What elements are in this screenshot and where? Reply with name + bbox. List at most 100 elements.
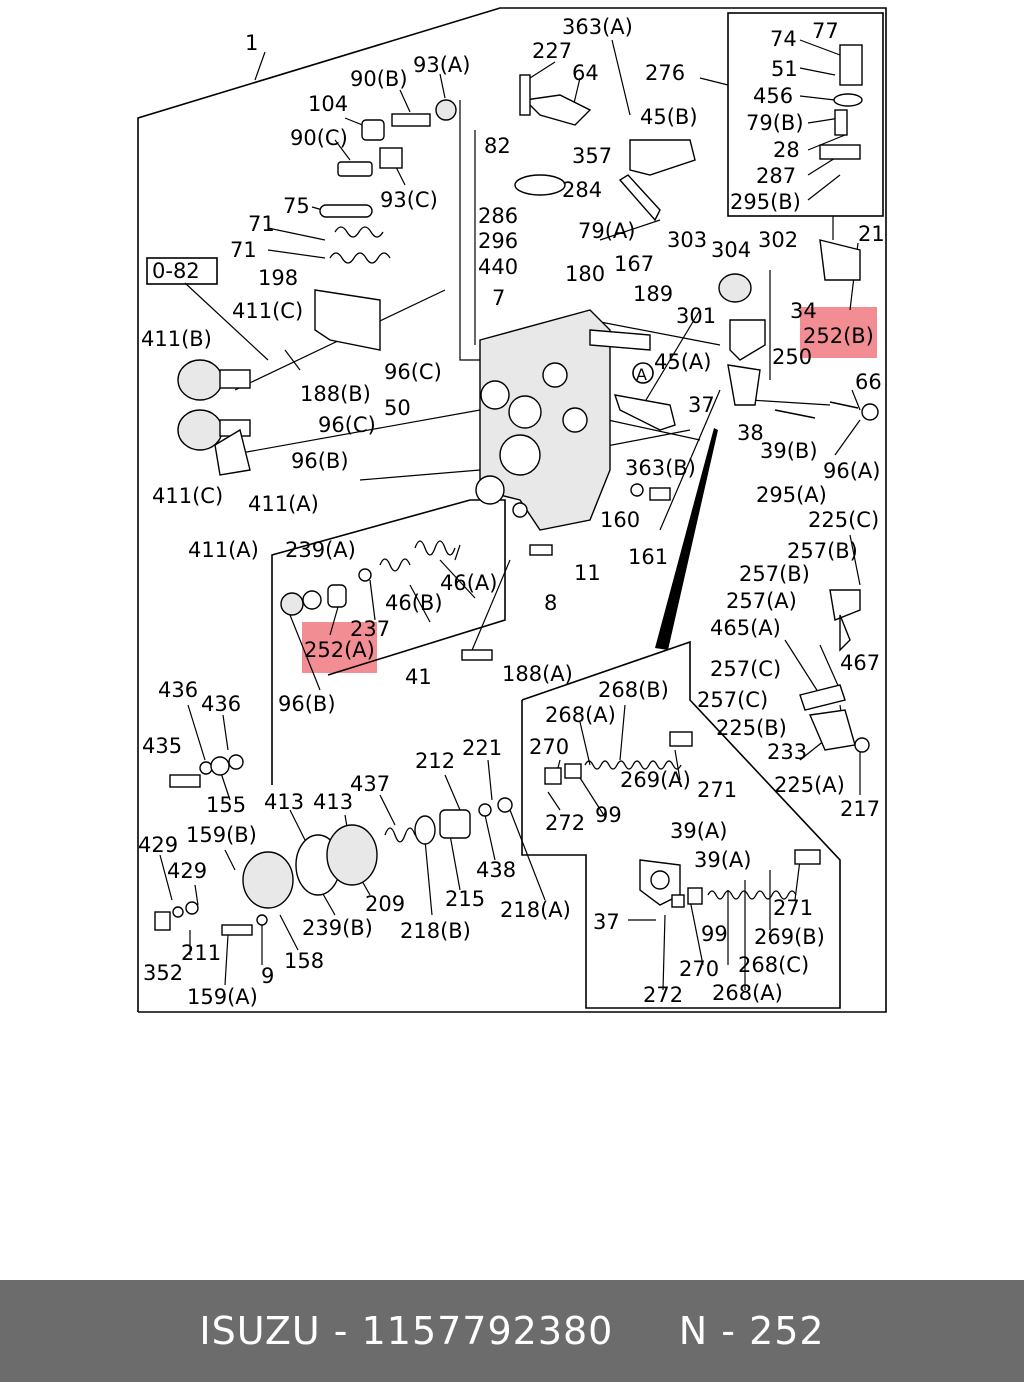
part-label: 438 bbox=[476, 858, 516, 882]
part-label: 268(A) bbox=[545, 703, 616, 727]
exploded-parts-diagram: 0-82 A 1363(A)2276493(A)90(B)10490(C)93(… bbox=[137, 7, 887, 1013]
part-label: 212 bbox=[415, 749, 455, 773]
part-label: 96(B) bbox=[291, 449, 349, 473]
part-label: 252(B) bbox=[803, 324, 874, 348]
part-label: 96(C) bbox=[384, 360, 442, 384]
part-label: 257(B) bbox=[787, 539, 858, 563]
part-label: 79(A) bbox=[578, 219, 635, 243]
part-label: 39(A) bbox=[670, 819, 727, 843]
part-label: 435 bbox=[142, 734, 182, 758]
part-label: 66 bbox=[855, 370, 882, 394]
footer-page-ref: N - 252 bbox=[678, 1309, 825, 1353]
part-label: 295(B) bbox=[730, 190, 801, 214]
part-label: 239(A) bbox=[285, 538, 356, 562]
part-label: 357 bbox=[572, 144, 612, 168]
part-label: 436 bbox=[158, 678, 198, 702]
main-frame bbox=[137, 7, 887, 1013]
part-label: 303 bbox=[667, 228, 707, 252]
part-label: 180 bbox=[565, 262, 605, 286]
part-label: 51 bbox=[771, 57, 798, 81]
part-label: 272 bbox=[545, 811, 585, 835]
part-label: 41 bbox=[405, 665, 432, 689]
part-label: 37 bbox=[688, 393, 715, 417]
footer-bar: ISUZU - 1157792380 N - 252 bbox=[0, 1280, 1024, 1382]
part-label: 429 bbox=[138, 833, 178, 857]
part-label: 286 bbox=[478, 204, 518, 228]
part-label: 161 bbox=[628, 545, 668, 569]
part-label: 363(B) bbox=[625, 456, 696, 480]
part-label: 284 bbox=[562, 178, 602, 202]
part-label: 456 bbox=[753, 84, 793, 108]
part-label: 82 bbox=[484, 134, 511, 158]
part-label: 39(B) bbox=[760, 439, 818, 463]
part-label: 9 bbox=[261, 964, 274, 988]
part-label: 296 bbox=[478, 229, 518, 253]
footer-separator: - bbox=[320, 1309, 362, 1353]
part-label: 413 bbox=[264, 790, 304, 814]
part-label: 159(A) bbox=[187, 985, 258, 1009]
inset-box-bottom bbox=[521, 640, 841, 1009]
inset-box-top bbox=[727, 12, 884, 217]
part-label: 159(B) bbox=[186, 823, 257, 847]
part-label: 429 bbox=[167, 859, 207, 883]
part-label: 45(B) bbox=[640, 105, 698, 129]
part-label: 257(B) bbox=[739, 562, 810, 586]
part-label: 237 bbox=[350, 617, 390, 641]
part-label: 271 bbox=[773, 896, 813, 920]
part-label: 189 bbox=[633, 282, 673, 306]
part-label: 269(A) bbox=[620, 768, 691, 792]
part-label: 269(B) bbox=[754, 925, 825, 949]
direction-arrow bbox=[655, 428, 718, 650]
part-label: 270 bbox=[529, 735, 569, 759]
highlight-252b bbox=[800, 307, 877, 358]
part-label: 11 bbox=[574, 561, 601, 585]
part-label: 158 bbox=[284, 949, 324, 973]
part-label: 1 bbox=[245, 31, 258, 55]
part-label: 268(C) bbox=[738, 953, 809, 977]
part-label: 77 bbox=[812, 19, 839, 43]
part-label: 304 bbox=[711, 238, 751, 262]
part-label: 188(B) bbox=[300, 382, 371, 406]
part-label: 46(B) bbox=[385, 591, 443, 615]
part-label: 257(C) bbox=[710, 657, 781, 681]
part-label: 96(A) bbox=[823, 459, 880, 483]
part-label: 302 bbox=[758, 228, 798, 252]
part-label: 46(A) bbox=[440, 571, 497, 595]
part-label: 437 bbox=[350, 772, 390, 796]
part-labels: 1363(A)2276493(A)90(B)10490(C)93(C)75717… bbox=[138, 15, 885, 1009]
part-label: 271 bbox=[697, 778, 737, 802]
part-label: 167 bbox=[614, 252, 654, 276]
part-label: 99 bbox=[701, 922, 728, 946]
part-label: 440 bbox=[478, 255, 518, 279]
footer-gap bbox=[613, 1309, 678, 1353]
part-label: 37 bbox=[593, 910, 620, 934]
part-label: 71 bbox=[248, 212, 275, 236]
part-label: 218(A) bbox=[500, 898, 571, 922]
reference-box-label: 0-82 bbox=[152, 259, 200, 283]
part-label: 104 bbox=[308, 92, 348, 116]
part-label: 225(A) bbox=[774, 773, 845, 797]
part-label: 28 bbox=[773, 138, 800, 162]
part-label: 225(B) bbox=[716, 716, 787, 740]
part-label: 79(B) bbox=[746, 111, 804, 135]
part-label: 8 bbox=[544, 591, 557, 615]
part-label: 411(A) bbox=[188, 538, 259, 562]
part-label: 276 bbox=[645, 61, 685, 85]
part-label: 233 bbox=[767, 740, 807, 764]
part-label: 268(A) bbox=[712, 981, 783, 1005]
part-label: 96(B) bbox=[278, 692, 336, 716]
part-label: 7 bbox=[492, 286, 505, 310]
part-label: 257(A) bbox=[726, 589, 797, 613]
parts bbox=[154, 44, 879, 936]
part-label: 272 bbox=[643, 983, 683, 1007]
part-label: 411(C) bbox=[152, 484, 223, 508]
assembly-guides bbox=[229, 100, 831, 656]
part-label: 295(A) bbox=[756, 483, 827, 507]
part-label: 465(A) bbox=[710, 616, 781, 640]
part-label: 352 bbox=[143, 961, 183, 985]
part-label: 411(B) bbox=[141, 327, 212, 351]
part-label: 218(B) bbox=[400, 919, 471, 943]
part-label: 93(A) bbox=[413, 53, 470, 77]
part-label: 75 bbox=[283, 194, 310, 218]
part-label: 363(A) bbox=[562, 15, 633, 39]
